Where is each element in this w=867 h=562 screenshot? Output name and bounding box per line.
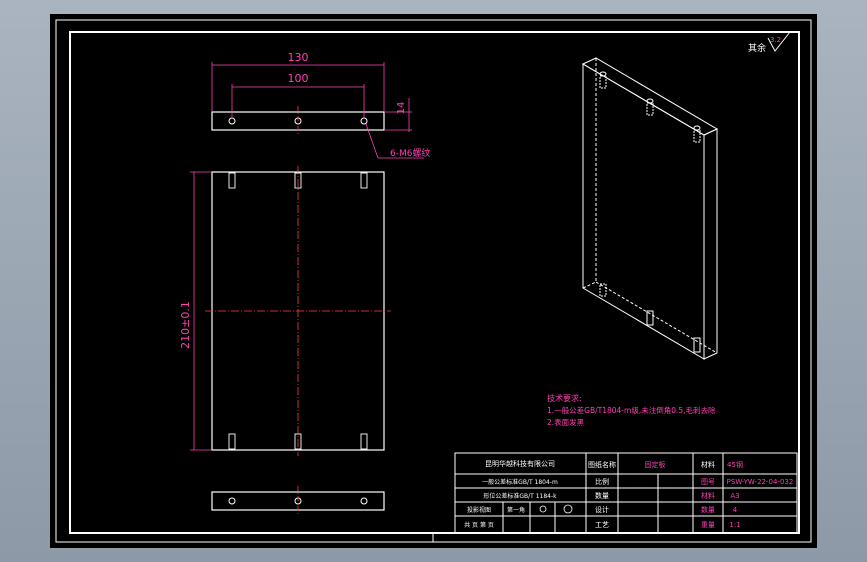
scale-label: 比例: [595, 477, 609, 486]
roughness-value: 3.2: [770, 36, 781, 44]
isometric-view: [581, 57, 719, 360]
view-value: 第一角: [507, 506, 525, 514]
threaded-hole-icon: [294, 433, 302, 450]
top-view: 130 100 14 6-M6螺纹: [211, 51, 430, 159]
bottom-view: [211, 486, 385, 516]
iso-hole-icon: [646, 310, 654, 326]
surface-finish-symbol: 其余 3.2: [748, 31, 791, 54]
dim-hole-spacing: 100: [288, 72, 309, 85]
threaded-hole-icon: [360, 433, 368, 450]
iso-hole-icon: [693, 337, 701, 353]
roughness-tick-icon: [767, 31, 791, 52]
projection-symbol-icon: [539, 505, 547, 513]
iso-hidden-hole: [693, 129, 701, 143]
weight-label: 重量: [701, 521, 715, 529]
iso-hidden-hole: [599, 283, 607, 297]
process-label: 工艺: [595, 521, 609, 529]
sheet-label: 共 页 第 页: [464, 521, 494, 529]
threaded-hole-icon: [228, 433, 236, 450]
drawing-sheet: [50, 14, 817, 548]
technical-requirements: 技术要求: 1.一般公差GB/T1804-m级,未注倒角0.5,毛刺去除 2.表…: [547, 393, 716, 427]
view-label: 投影视图: [467, 506, 491, 514]
iso-hidden-hole: [599, 75, 607, 89]
quantity-label: 数量: [595, 491, 609, 500]
inner-border: [69, 31, 800, 534]
front-view: 210±0.1: [179, 166, 391, 456]
hidden-edge: [582, 281, 597, 289]
drawing-name-label: 图纸名称: [588, 460, 616, 469]
drawing-no-label: 图号: [701, 478, 715, 486]
weight-value: 1:1: [729, 521, 740, 529]
threaded-hole-icon: [360, 172, 368, 189]
surface-finish-label: 其余: [748, 42, 766, 54]
threaded-hole-icon: [228, 172, 236, 189]
hole-icon: [228, 497, 236, 505]
tech-req-line-1: 1.一般公差GB/T1804-m级,未注倒角0.5,毛刺去除: [547, 405, 716, 415]
scale-value: A3: [730, 492, 739, 500]
designer-label: 设计: [595, 505, 609, 514]
dim-thickness: 14: [396, 102, 407, 115]
threaded-hole-icon: [294, 172, 302, 189]
iso-hidden-hole: [646, 102, 654, 116]
projection-symbol-icon: [563, 504, 573, 514]
hole-icon: [228, 117, 236, 125]
tech-req-title: 技术要求:: [547, 393, 582, 403]
leader-line: [365, 123, 379, 159]
material-label: 材料: [701, 460, 715, 469]
hidden-edge: [595, 281, 718, 354]
hole-icon: [360, 497, 368, 505]
hole-icon: [360, 117, 368, 125]
drawing-name-value: 固定板: [645, 460, 666, 469]
hole-callout: 6-M6螺纹: [390, 147, 430, 159]
tolerance-standard-1: 一般公差标准GB/T 1804-m: [482, 478, 558, 486]
material-label-2: 材料: [701, 491, 715, 500]
quantity-label-2: 数量: [701, 505, 715, 514]
title-block-frame: [454, 452, 798, 534]
dim-length: 210±0.1: [179, 301, 192, 349]
tech-req-line-2: 2.表面发黑: [547, 417, 585, 427]
quantity-value: 4: [733, 506, 738, 514]
tolerance-standard-2: 形位公差标准GB/T 1184-k: [483, 492, 557, 500]
title-block: 昆明华越科技有限公司 一般公差标准GB/T 1804-m 形位公差标准GB/T …: [454, 452, 798, 534]
drawing-no-value: PSW-YW-22-04-032: [727, 478, 794, 486]
company-name: 昆明华越科技有限公司: [485, 459, 555, 468]
dim-overall-width: 130: [288, 51, 309, 64]
material-value: 45钢: [727, 460, 743, 469]
